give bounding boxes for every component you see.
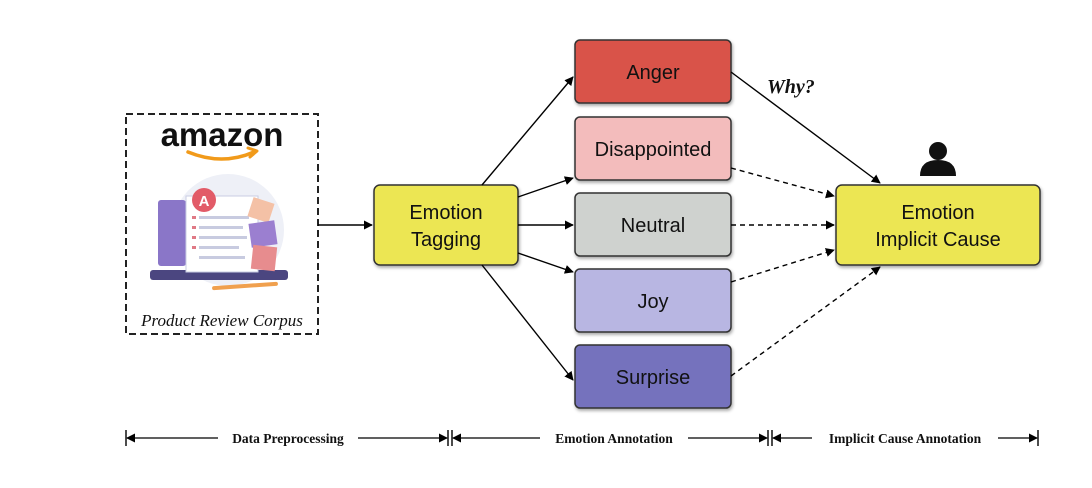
emotion-implicit-cause-node: Emotion Implicit Cause xyxy=(835,184,1041,266)
emotion-surprise-node: Surprise xyxy=(574,344,732,409)
emotion-neutral-node: Neutral xyxy=(574,192,732,257)
amazon-arrow-icon xyxy=(246,146,259,159)
tagging-label-line2: Tagging xyxy=(411,229,481,251)
arrow-tagging-to-surprise xyxy=(481,264,574,381)
stage-implicit-cause-annotation: Implicit Cause Annotation xyxy=(829,431,982,446)
emotion-tagging-node: Emotion Tagging xyxy=(373,184,519,266)
svg-text:A: A xyxy=(199,193,210,210)
arrow-tagging-to-joy xyxy=(517,252,574,274)
emotion-neutral-label: Neutral xyxy=(621,215,685,237)
arrow-surprise-to-cause xyxy=(730,266,881,377)
arrow-tagging-to-disappointed xyxy=(517,176,574,198)
arrow-disappointed-to-cause xyxy=(730,167,835,199)
stage-timeline: Data Preprocessing Emotion Annotation Im… xyxy=(125,430,1039,446)
cause-label-line1: Emotion xyxy=(901,202,974,224)
emotion-disappointed-label: Disappointed xyxy=(595,139,712,161)
emotion-anger-label: Anger xyxy=(626,62,680,84)
annotator-person-icon xyxy=(920,142,956,176)
cause-label-line2: Implicit Cause xyxy=(875,229,1001,251)
stage-data-preprocessing: Data Preprocessing xyxy=(232,431,344,446)
why-label: Why? xyxy=(767,76,815,98)
arrow-tagging-to-anger xyxy=(481,76,574,186)
arrows xyxy=(318,71,881,381)
corpus-caption: Product Review Corpus xyxy=(140,311,303,330)
amazon-logo-text: amazon xyxy=(161,116,284,153)
tagging-label-line1: Emotion xyxy=(409,202,482,224)
stage-emotion-annotation: Emotion Annotation xyxy=(555,431,673,446)
emotion-anger-node: Anger xyxy=(574,39,732,104)
arrow-joy-to-cause xyxy=(730,248,835,283)
emotion-surprise-label: Surprise xyxy=(616,367,690,389)
emotion-disappointed-node: Disappointed xyxy=(574,116,732,181)
review-document-icon: A xyxy=(150,174,288,291)
amazon-smile-icon xyxy=(186,150,256,161)
arrow-anger-to-cause xyxy=(730,71,881,184)
source-corpus-box: amazon A xyxy=(125,113,319,335)
emotion-joy-label: Joy xyxy=(637,291,668,313)
emotion-joy-node: Joy xyxy=(574,268,732,333)
